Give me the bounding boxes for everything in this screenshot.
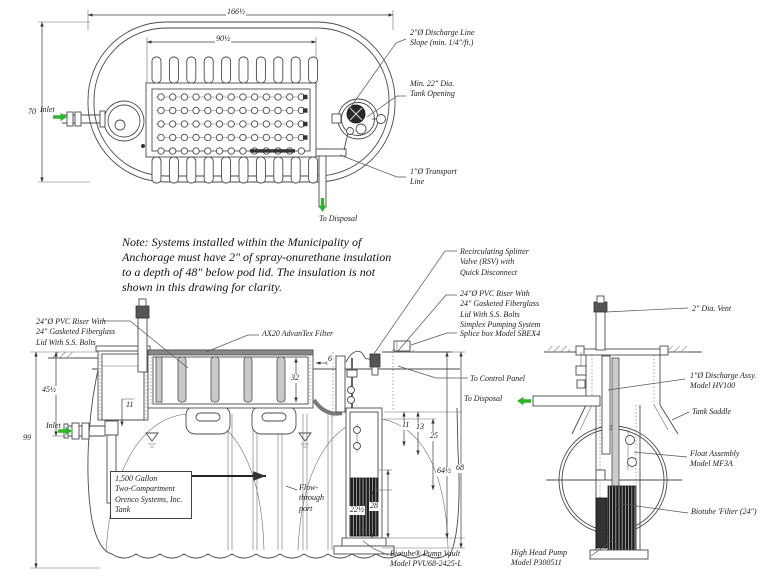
side-dim-22: 22½	[349, 505, 365, 515]
end-tank-saddle-label: Tank Saddle	[692, 407, 732, 416]
end-vent-label: 2" Dia. Vent	[692, 304, 732, 313]
plan-tank-opening-label: Min. 22" Dia. Tank Opening	[410, 79, 455, 99]
end-to-disposal-label: To Disposal	[464, 394, 503, 403]
plan-to-disposal-label: To Disposal	[319, 214, 358, 223]
side-dim-64: 64½	[436, 466, 452, 476]
plan-dim-width: 70	[27, 107, 37, 117]
side-advantex-filter-label: AX20 AdvanTex Filter	[262, 329, 334, 338]
plan-dim-filter-length: 90½	[215, 34, 231, 44]
side-pump-vault-label: Biotube® Pump Vault Model PVU68-2425-L	[390, 549, 462, 569]
plan-discharge-line-label: 2"Ø Discharge Line Slope (min. 1/4"/ft.)	[410, 28, 475, 48]
end-biotube-filter-label: Biotube 'Filter (24")	[691, 507, 757, 516]
plan-view-drawing	[38, 10, 407, 212]
side-dim-28: 28	[369, 501, 379, 511]
anchorage-note: Note: Systems installed within the Munic…	[122, 235, 392, 294]
side-dim-6: 6	[327, 354, 333, 364]
side-dim-13: 13	[415, 422, 425, 432]
disposal-arrow-icon	[517, 396, 531, 406]
end-float-assembly-label: Float Assembly Model MF3A	[690, 449, 740, 469]
side-flow-through-label: Flow- through port	[299, 483, 325, 513]
inlet-arrow-icon	[53, 112, 67, 122]
side-dim-11b: 11	[401, 420, 411, 430]
plan-inlet-label: Inlet	[40, 105, 55, 114]
plan-transport-line-label: 1"Ø Transport Line	[410, 167, 457, 187]
side-dim-25: 25	[429, 431, 439, 441]
side-splice-box-label: Splice box Model SBEX4	[460, 329, 541, 338]
side-rsv-label: Recirculating Splitter Valve (RSV) with …	[460, 247, 529, 277]
plan-dim-overall-length: 166½	[226, 7, 246, 17]
side-dim-32: 32	[290, 373, 300, 383]
end-high-head-pump-label: High Head Pump Model P300511	[511, 548, 567, 568]
side-riser-left-label: 24"Ø PVC Riser With 24" Gasketed Fibergl…	[36, 317, 116, 347]
side-control-panel-label: To Control Panel	[470, 374, 525, 383]
side-dim-99: 99	[22, 433, 32, 443]
side-riser-right-label: 24"Ø PVC Riser With 24" Gasketed Fibergl…	[460, 289, 541, 330]
side-tank-spec-label: 1,500 Gallon Two-Compartment Orenco Syst…	[110, 471, 192, 519]
end-view-drawing	[517, 295, 702, 560]
side-dim-68: 68	[455, 463, 465, 473]
side-dim-45: 45½	[41, 385, 57, 395]
end-discharge-assy-label: 1"Ø Discharge Assy. Model HV100	[690, 371, 757, 391]
side-inlet-label: Inlet	[46, 421, 61, 430]
side-dim-11a: 11	[125, 400, 135, 410]
side-view-drawing	[30, 250, 468, 569]
